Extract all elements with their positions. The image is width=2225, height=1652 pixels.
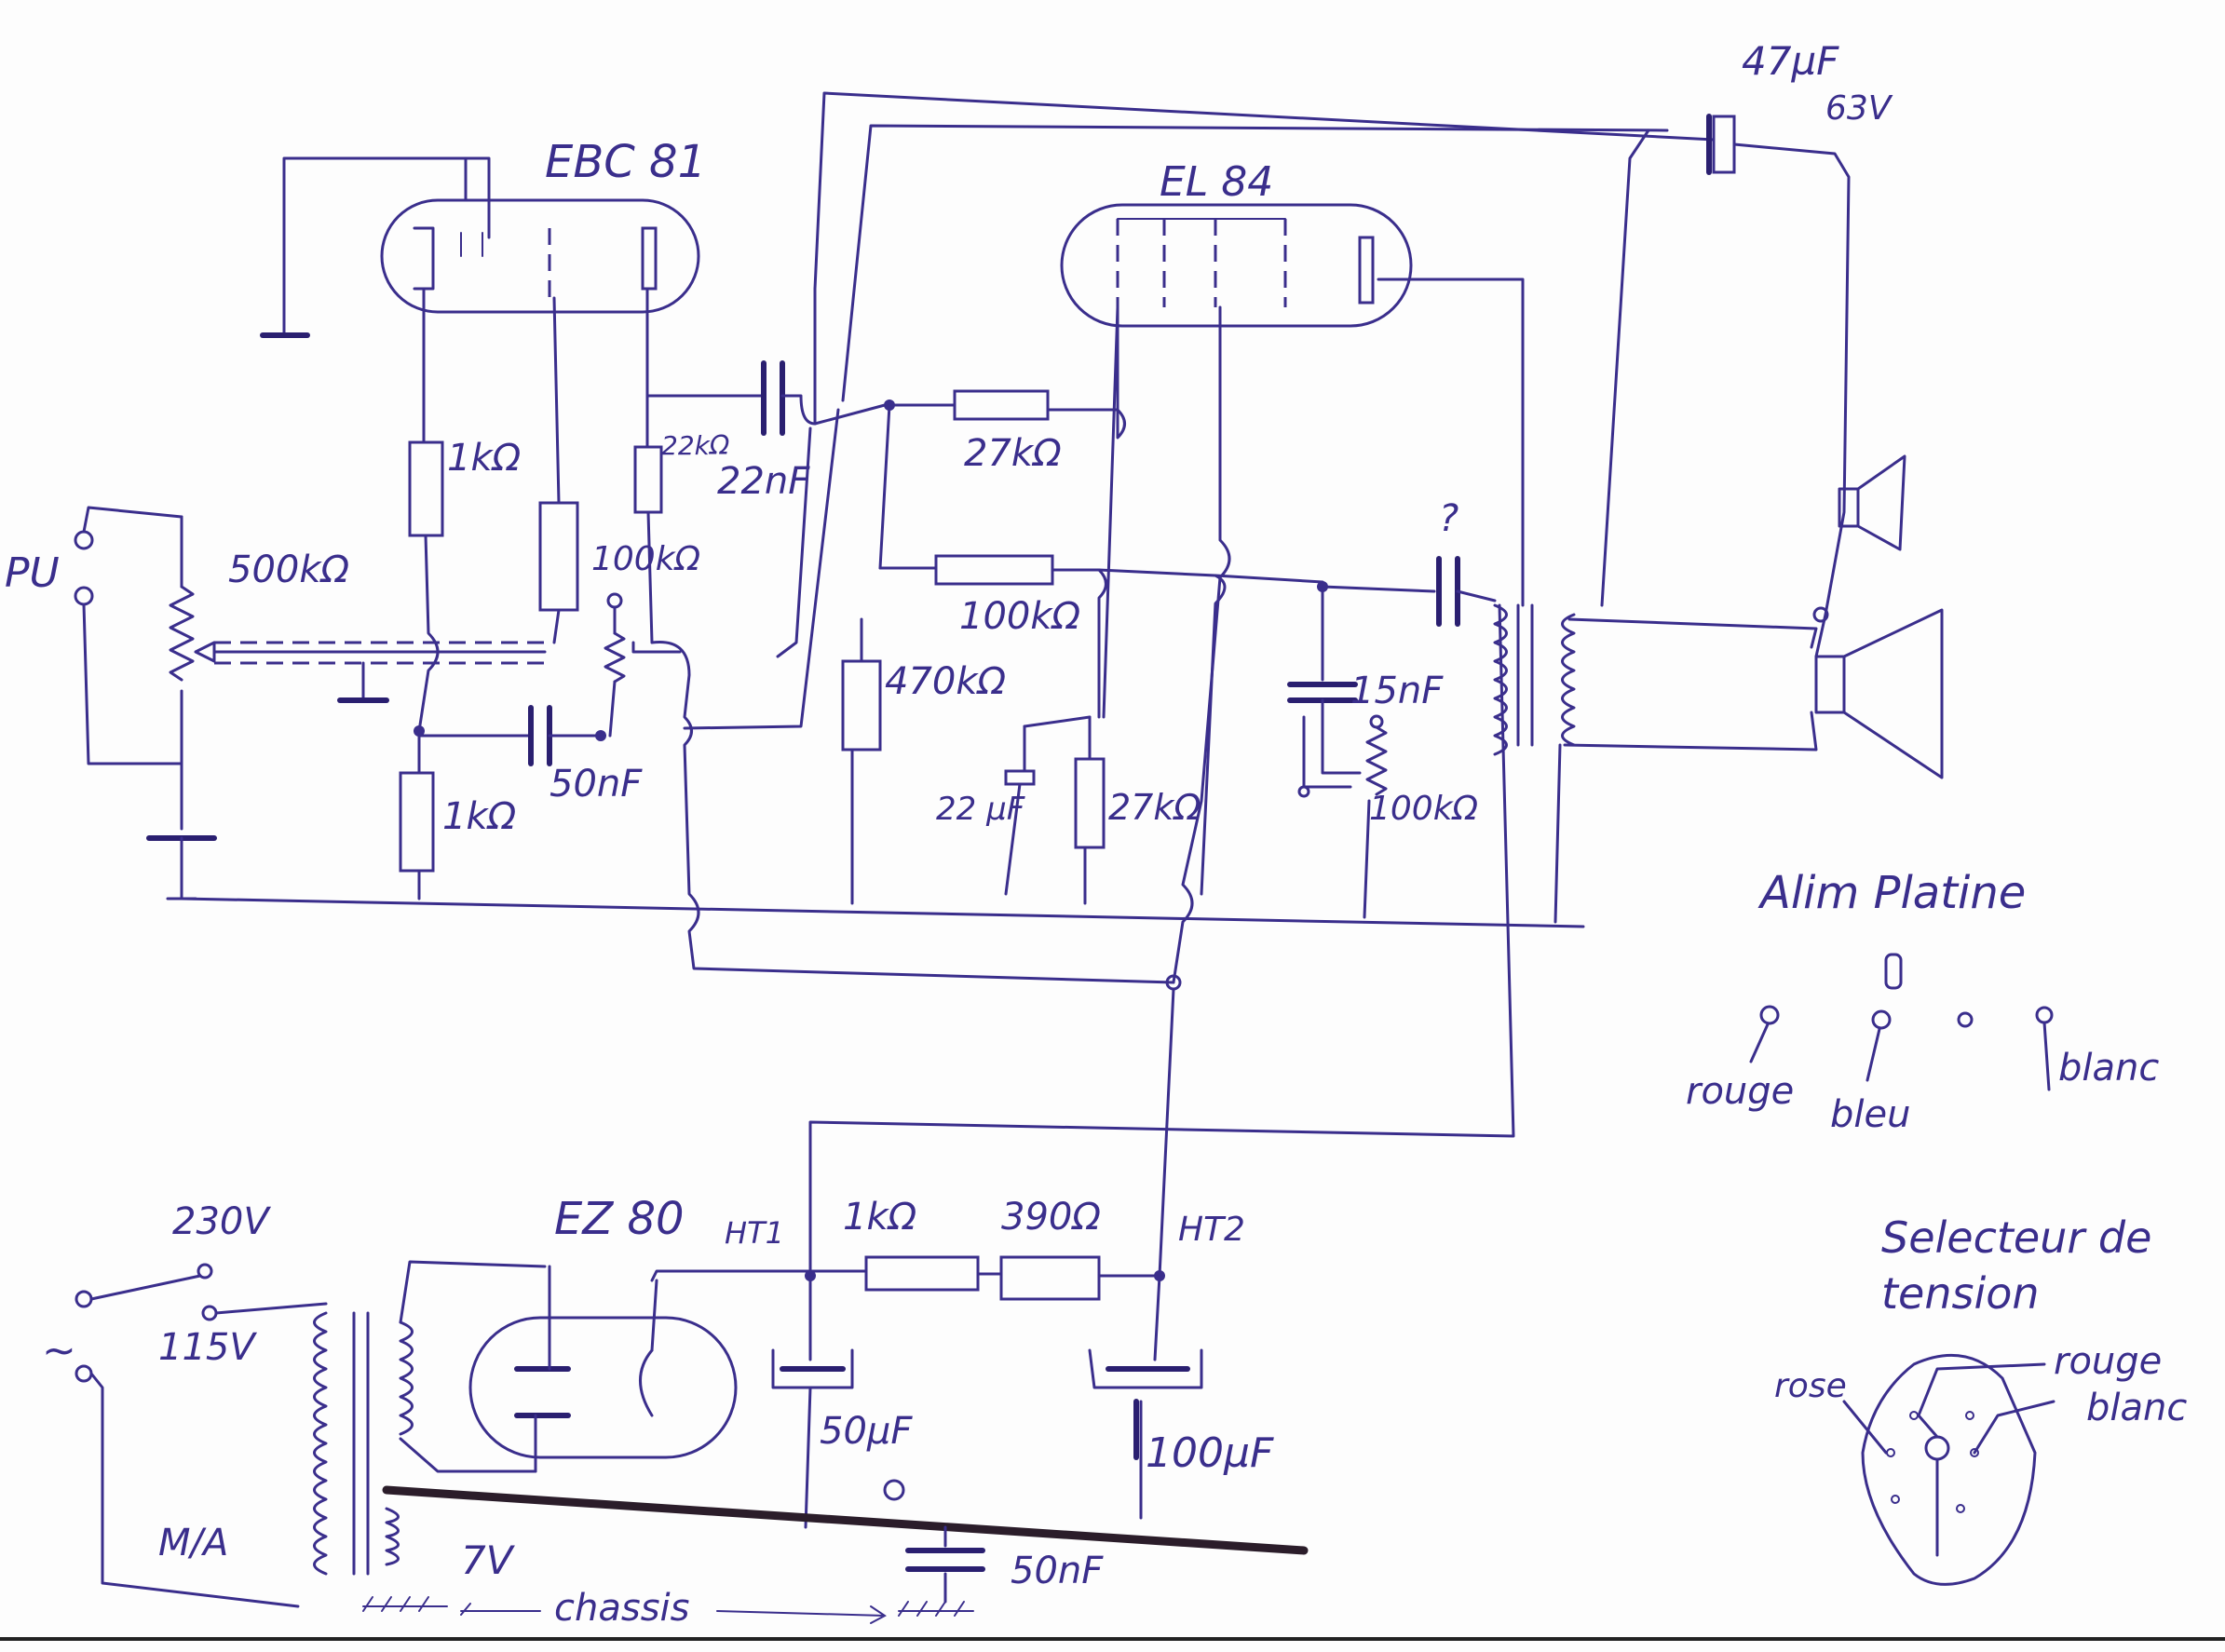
mains-symbol: ~	[42, 1327, 76, 1374]
alim-platine-title: Alim Platine	[1757, 867, 2026, 919]
sel-rose-label: rose	[1774, 1367, 1847, 1405]
c-tone-value: 15nF	[1350, 670, 1444, 712]
sel-rouge-label: rouge	[2054, 1340, 2162, 1383]
mains-switch	[89, 1274, 202, 1301]
chassis-bar	[382, 1485, 1309, 1555]
selector-title-line1: Selecteur de	[1881, 1212, 2151, 1263]
c-coupling-ebc-value: 50nF	[549, 763, 643, 806]
ebc81-label: EBC 81	[545, 136, 706, 188]
hv-cap-value: 47µF	[1742, 38, 1839, 84]
c-coupling-el-value: 22nF	[717, 460, 810, 503]
r-grid-stop-value: 27kΩ	[964, 432, 1062, 475]
tone-potentiometer-ebc	[604, 592, 682, 738]
ez80-label: EZ 80	[554, 1193, 685, 1245]
volume-pot-value: 500kΩ	[228, 548, 350, 591]
r-anode-ebc-value: 22kΩ	[661, 430, 730, 461]
selector-title-line2: tension	[1881, 1268, 2040, 1319]
mains-230-label: 230V	[172, 1200, 271, 1243]
output-transformer	[1493, 603, 1576, 756]
c-question-label: ?	[1439, 497, 1458, 540]
r-ht1-value: 1kΩ	[843, 1196, 917, 1239]
heater-label: 7V	[461, 1537, 516, 1583]
ez80-tube	[468, 1316, 738, 1459]
tone-potentiometer-el	[1363, 714, 1388, 919]
ht1-label: HT1	[725, 1215, 784, 1251]
hv-cap-voltage: 63V	[1825, 89, 1893, 128]
c-cathode-el-value: 22 µF	[936, 791, 1025, 828]
c-ht2-value: 100µF	[1146, 1429, 1274, 1477]
pot-tone-ebc-value: 100kΩ	[591, 540, 701, 578]
c-ht1-value: 50µF	[820, 1410, 913, 1453]
pot-tone-el-value: 100kΩ	[1369, 790, 1479, 828]
ebc81-tube	[380, 198, 700, 314]
wire-blanc-label: blanc	[2058, 1047, 2159, 1090]
c-chassis-value: 50nF	[1011, 1550, 1104, 1592]
ht2-label: HT2	[1178, 1211, 1245, 1249]
chassis-label: chassis	[554, 1587, 690, 1630]
mains-115-label: 115V	[158, 1326, 257, 1369]
power-transformer	[313, 1311, 414, 1576]
hv-filter-capacitor	[1706, 114, 1736, 175]
r-ht2-value: 390Ω	[1001, 1196, 1101, 1239]
speaker-icon	[1814, 454, 1944, 779]
sel-blanc-label: blanc	[2086, 1387, 2187, 1429]
voltage-selector-icon	[1842, 1353, 2055, 1586]
alim-platine-terminals	[1749, 953, 2054, 1091]
r-grid-leak-value: 470kΩ	[885, 660, 1007, 703]
mains-switch-label: M/A	[158, 1522, 228, 1564]
r-cathode-el-value: 27kΩ	[1108, 787, 1201, 828]
el84-tube	[1060, 203, 1413, 328]
r-feedback-value: 100kΩ	[959, 595, 1081, 638]
r-grid-ebc-value: 1kΩ	[442, 795, 517, 838]
wire-bleu-label: bleu	[1830, 1093, 1910, 1136]
el84-label: EL 84	[1160, 158, 1273, 206]
volume-potentiometer	[169, 515, 547, 831]
wire-rouge-label: rouge	[1686, 1070, 1794, 1113]
pickup-label: PU	[5, 549, 60, 597]
r-cathode-ebc-value: 1kΩ	[447, 437, 522, 480]
